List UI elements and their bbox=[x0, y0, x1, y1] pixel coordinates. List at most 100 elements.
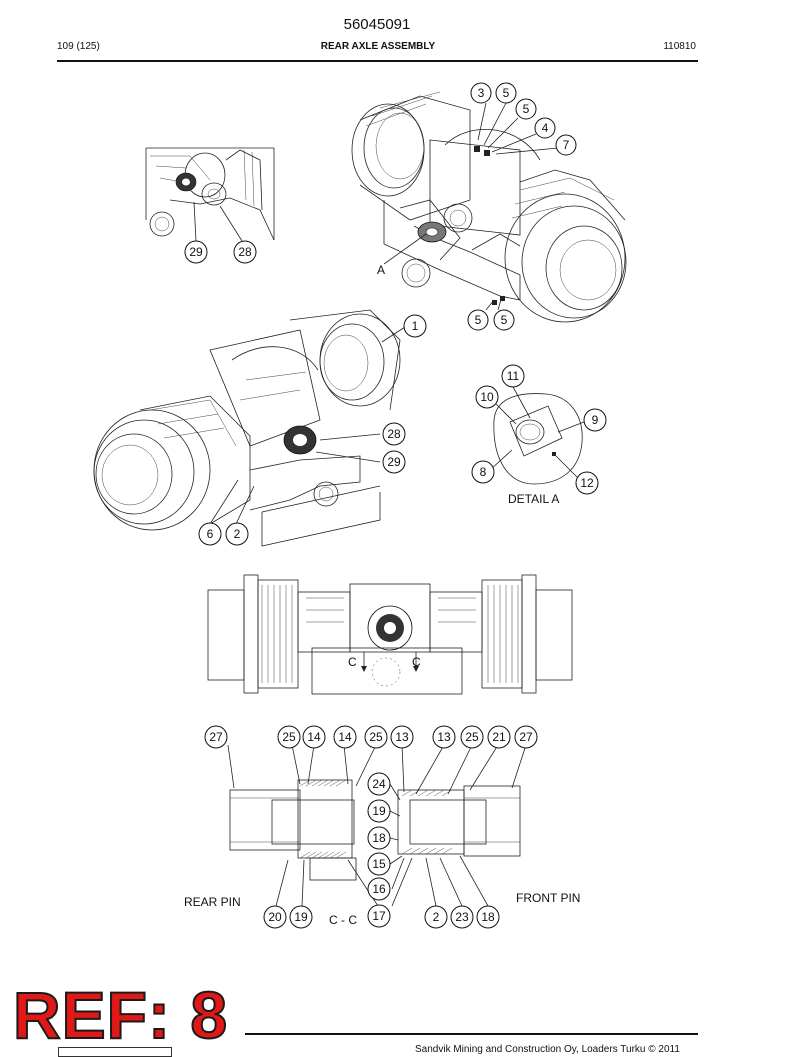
callout-6: 6 bbox=[198, 522, 222, 546]
callout-24: 24 bbox=[367, 772, 391, 796]
section-c-right-label: C bbox=[412, 655, 421, 669]
callout-2: 2 bbox=[424, 905, 448, 929]
callout-4: 4 bbox=[534, 117, 556, 139]
callout-28: 28 bbox=[233, 240, 257, 264]
callout-13: 13 bbox=[390, 725, 414, 749]
svg-text:19: 19 bbox=[372, 804, 386, 818]
svg-text:14: 14 bbox=[338, 730, 352, 744]
callout-8: 8 bbox=[471, 460, 495, 484]
main-axle-view bbox=[93, 309, 406, 547]
svg-text:25: 25 bbox=[465, 730, 479, 744]
svg-text:21: 21 bbox=[492, 730, 506, 744]
callout-3: 3 bbox=[470, 82, 492, 104]
svg-text:27: 27 bbox=[209, 730, 223, 744]
callout-20: 20 bbox=[263, 905, 287, 929]
svg-text:23: 23 bbox=[455, 910, 469, 924]
ref-stamp: REF: 8 bbox=[12, 978, 229, 1052]
callout-19: 19 bbox=[289, 905, 313, 929]
svg-text:28: 28 bbox=[387, 427, 401, 441]
svg-text:10: 10 bbox=[480, 390, 494, 404]
header-rule bbox=[57, 60, 698, 62]
callout-15: 15 bbox=[367, 852, 391, 876]
svg-text:1: 1 bbox=[412, 319, 419, 333]
svg-text:4: 4 bbox=[542, 121, 549, 135]
callout-14: 14 bbox=[302, 725, 326, 749]
page-number: 109 (125) bbox=[57, 41, 100, 52]
rear-pin-label: REAR PIN bbox=[184, 895, 241, 909]
callout-27: 27 bbox=[204, 725, 228, 749]
svg-text:19: 19 bbox=[294, 910, 308, 924]
svg-text:5: 5 bbox=[475, 313, 482, 327]
callout-5: 5 bbox=[495, 82, 517, 104]
svg-text:5: 5 bbox=[501, 313, 508, 327]
svg-text:25: 25 bbox=[369, 730, 383, 744]
front-pin-label: FRONT PIN bbox=[516, 891, 580, 905]
front-axle-view bbox=[207, 574, 573, 695]
company-logo bbox=[58, 1047, 172, 1057]
callout-25: 25 bbox=[277, 725, 301, 749]
svg-text:18: 18 bbox=[481, 910, 495, 924]
document-title: REAR AXLE ASSEMBLY bbox=[320, 41, 436, 52]
svg-text:27: 27 bbox=[519, 730, 533, 744]
callout-10: 10 bbox=[475, 385, 499, 409]
callout-11: 11 bbox=[501, 364, 525, 388]
svg-text:24: 24 bbox=[372, 777, 386, 791]
callout-29: 29 bbox=[184, 240, 208, 264]
svg-text:9: 9 bbox=[592, 413, 599, 427]
callout-25: 25 bbox=[460, 725, 484, 749]
section-c-left-label: C bbox=[348, 655, 357, 669]
inset-pin-view bbox=[145, 147, 275, 242]
svg-text:12: 12 bbox=[580, 476, 594, 490]
top-axle-view bbox=[351, 91, 627, 323]
callout-25: 25 bbox=[364, 725, 388, 749]
svg-text:28: 28 bbox=[238, 245, 252, 259]
svg-text:11: 11 bbox=[507, 369, 520, 383]
callout-29: 29 bbox=[382, 450, 406, 474]
footer-copyright: Sandvik Mining and Construction Oy, Load… bbox=[415, 1044, 680, 1055]
detail-a-label: DETAIL A bbox=[508, 492, 559, 506]
footer-rule bbox=[245, 1033, 698, 1035]
section-cc-label: C - C bbox=[329, 913, 357, 927]
svg-text:8: 8 bbox=[480, 465, 487, 479]
svg-text:5: 5 bbox=[523, 102, 530, 116]
svg-text:14: 14 bbox=[307, 730, 321, 744]
svg-text:5: 5 bbox=[503, 86, 510, 100]
svg-text:13: 13 bbox=[437, 730, 451, 744]
detail-a-view bbox=[489, 384, 585, 485]
document-code: 110810 bbox=[663, 41, 696, 52]
callout-5: 5 bbox=[515, 98, 537, 120]
callout-7: 7 bbox=[555, 134, 577, 156]
svg-text:25: 25 bbox=[282, 730, 296, 744]
svg-text:29: 29 bbox=[387, 455, 401, 469]
svg-text:3: 3 bbox=[478, 86, 485, 100]
document-number: 56045091 bbox=[343, 16, 411, 33]
svg-text:15: 15 bbox=[372, 857, 386, 871]
callout-27: 27 bbox=[514, 725, 538, 749]
callout-18: 18 bbox=[367, 826, 391, 850]
callout-17: 17 bbox=[367, 904, 391, 928]
svg-text:6: 6 bbox=[207, 527, 214, 541]
svg-text:2: 2 bbox=[234, 527, 241, 541]
svg-text:7: 7 bbox=[563, 138, 570, 152]
callout-1: 1 bbox=[403, 314, 427, 338]
callout-16: 16 bbox=[367, 877, 391, 901]
callout-5: 5 bbox=[493, 309, 515, 331]
callout-5: 5 bbox=[467, 309, 489, 331]
svg-text:13: 13 bbox=[395, 730, 409, 744]
svg-text:18: 18 bbox=[372, 831, 386, 845]
svg-text:20: 20 bbox=[268, 910, 282, 924]
svg-text:29: 29 bbox=[189, 245, 203, 259]
callout-9: 9 bbox=[583, 408, 607, 432]
callout-14: 14 bbox=[333, 725, 357, 749]
callout-19: 19 bbox=[367, 799, 391, 823]
svg-text:16: 16 bbox=[372, 882, 386, 896]
section-cc-view bbox=[227, 744, 527, 907]
callout-23: 23 bbox=[450, 905, 474, 929]
svg-text:2: 2 bbox=[433, 910, 440, 924]
callout-28: 28 bbox=[382, 422, 406, 446]
callout-12: 12 bbox=[575, 471, 599, 495]
callout-2: 2 bbox=[225, 522, 249, 546]
callout-13: 13 bbox=[432, 725, 456, 749]
callout-21: 21 bbox=[487, 725, 511, 749]
